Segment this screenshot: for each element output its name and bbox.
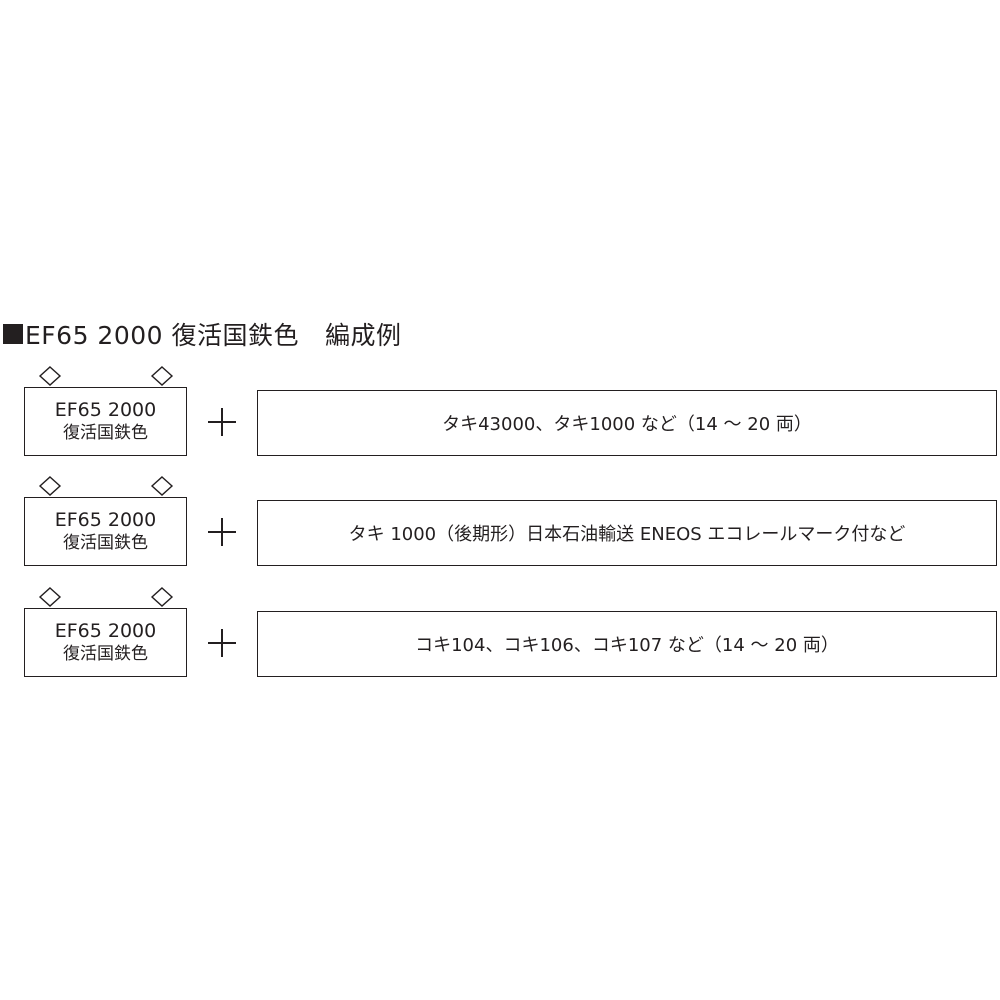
diagram-title: EF65 2000 復活国鉄色 編成例 bbox=[3, 316, 402, 352]
locomotive-model: EF65 2000 bbox=[54, 509, 157, 531]
formation-row-1: EF65 2000 復活国鉄色 タキ43000、タキ1000 など（14 〜 2… bbox=[0, 366, 1000, 466]
locomotive-livery: 復活国鉄色 bbox=[63, 422, 148, 443]
plus-icon bbox=[208, 629, 236, 657]
pantograph-icon bbox=[150, 366, 174, 388]
title-sub: 編成例 bbox=[325, 321, 402, 350]
plus-icon bbox=[208, 518, 236, 546]
freight-cars-label: タキ 1000（後期形）日本石油輸送 ENEOS エコレールマーク付など bbox=[348, 524, 906, 545]
pantograph-icon bbox=[38, 366, 62, 388]
pantograph-icon bbox=[38, 587, 62, 609]
freight-cars-box: タキ 1000（後期形）日本石油輸送 ENEOS エコレールマーク付など bbox=[257, 500, 997, 566]
locomotive-model: EF65 2000 bbox=[54, 399, 157, 421]
freight-cars-label: タキ43000、タキ1000 など（14 〜 20 両） bbox=[442, 414, 812, 435]
locomotive-livery: 復活国鉄色 bbox=[63, 643, 148, 664]
locomotive-box: EF65 2000 復活国鉄色 bbox=[24, 608, 187, 677]
pantograph-icon bbox=[38, 476, 62, 498]
formation-row-3: EF65 2000 復活国鉄色 コキ104、コキ106、コキ107 など（14 … bbox=[0, 587, 1000, 687]
freight-cars-label: コキ104、コキ106、コキ107 など（14 〜 20 両） bbox=[415, 635, 839, 656]
pantograph-icon bbox=[150, 476, 174, 498]
locomotive-model: EF65 2000 bbox=[54, 620, 157, 642]
locomotive-box: EF65 2000 復活国鉄色 bbox=[24, 387, 187, 456]
freight-cars-box: コキ104、コキ106、コキ107 など（14 〜 20 両） bbox=[257, 611, 997, 677]
locomotive-livery: 復活国鉄色 bbox=[63, 532, 148, 553]
formation-row-2: EF65 2000 復活国鉄色 タキ 1000（後期形）日本石油輸送 ENEOS… bbox=[0, 476, 1000, 576]
title-main: EF65 2000 復活国鉄色 bbox=[25, 321, 300, 350]
freight-cars-box: タキ43000、タキ1000 など（14 〜 20 両） bbox=[257, 390, 997, 456]
pantograph-icon bbox=[150, 587, 174, 609]
locomotive-box: EF65 2000 復活国鉄色 bbox=[24, 497, 187, 566]
black-square-icon bbox=[3, 324, 23, 344]
plus-icon bbox=[208, 408, 236, 436]
